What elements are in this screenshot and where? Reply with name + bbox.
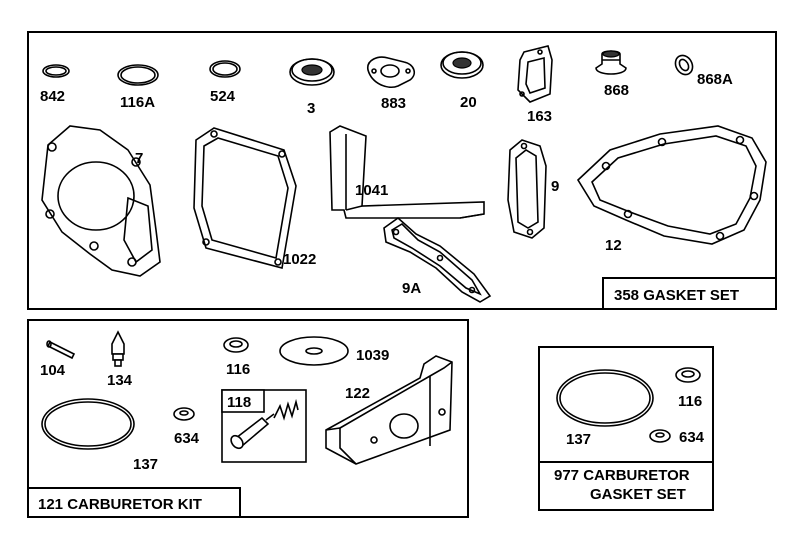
- label-868: 868: [604, 82, 629, 99]
- label-9a: 9A: [402, 280, 421, 297]
- part-163: [517, 45, 553, 103]
- part-9: [507, 139, 547, 239]
- part-116a: [117, 64, 159, 86]
- part-134-needle: [111, 330, 125, 367]
- part-7-head-gasket: [41, 125, 161, 277]
- part-634-washer: [173, 407, 195, 421]
- gasket-set-title-box: [602, 277, 777, 310]
- part-842: [42, 64, 70, 78]
- carburetor-kit-border: [27, 319, 469, 518]
- part-3-seal: [289, 58, 335, 86]
- part-118-screw-spring: [230, 398, 299, 450]
- label-20: 20: [460, 94, 477, 111]
- gasket-set-panel: 358 GASKET SET 842 116A 524 3: [27, 31, 777, 310]
- part-20-seal: [440, 51, 484, 79]
- part-1022: [193, 127, 297, 269]
- gasket-set-border: [27, 31, 777, 310]
- label-524: 524: [210, 88, 236, 105]
- label-883: 883: [381, 95, 406, 112]
- label-634-set: 634: [679, 429, 705, 446]
- label-104: 104: [40, 362, 66, 379]
- part-524: [209, 60, 241, 78]
- part-1041-strip: [329, 125, 485, 219]
- part-122-spacer: [325, 355, 453, 465]
- part-1039-disc: [279, 336, 349, 366]
- carburetor-gasket-set-title-line2: GASKET SET: [590, 486, 686, 503]
- label-634: 634: [174, 430, 200, 447]
- part-118-label-box: [221, 389, 265, 413]
- part-116-washer: [223, 337, 249, 353]
- part-116-washer-set: [675, 367, 701, 383]
- label-1039: 1039: [356, 347, 389, 364]
- label-134: 134: [107, 372, 133, 389]
- carburetor-gasket-set-title-box: [538, 461, 714, 511]
- label-163: 163: [527, 108, 552, 125]
- part-868a: [674, 54, 694, 76]
- label-3: 3: [307, 100, 315, 117]
- carburetor-gasket-set-title-line1: 977 CARBURETOR: [554, 467, 690, 484]
- label-1041: 1041: [355, 182, 388, 199]
- part-12-crankcase-gasket: [576, 125, 767, 245]
- label-842: 842: [40, 88, 65, 105]
- label-12: 12: [605, 237, 622, 254]
- label-1022: 1022: [283, 251, 316, 268]
- label-9: 9: [551, 178, 559, 195]
- part-137-oring-set: [556, 369, 654, 427]
- part-883: [367, 56, 416, 88]
- label-137: 137: [133, 456, 158, 473]
- part-634-washer-set: [649, 429, 671, 443]
- label-116: 116: [226, 361, 250, 378]
- carburetor-kit-title-box: [27, 487, 241, 518]
- label-122: 122: [345, 385, 370, 402]
- part-9a: [383, 216, 492, 303]
- part-137-oring: [41, 398, 135, 450]
- label-118: 118: [227, 394, 251, 411]
- label-7: 7: [135, 150, 143, 167]
- gasket-set-title: 358 GASKET SET: [614, 287, 739, 304]
- carburetor-kit-panel: 121 CARBURETOR KIT 104 134 116 1039: [27, 319, 469, 518]
- carburetor-kit-title: 121 CARBURETOR KIT: [38, 496, 202, 513]
- label-868a: 868A: [697, 71, 733, 88]
- carburetor-gasket-set-panel: 977 CARBURETOR GASKET SET 137 116 634: [538, 346, 714, 511]
- part-104-pin: [46, 340, 76, 360]
- label-116-set: 116: [678, 393, 702, 410]
- label-116a: 116A: [120, 94, 155, 111]
- label-137-set: 137: [566, 431, 591, 448]
- part-868-grommet: [595, 50, 627, 75]
